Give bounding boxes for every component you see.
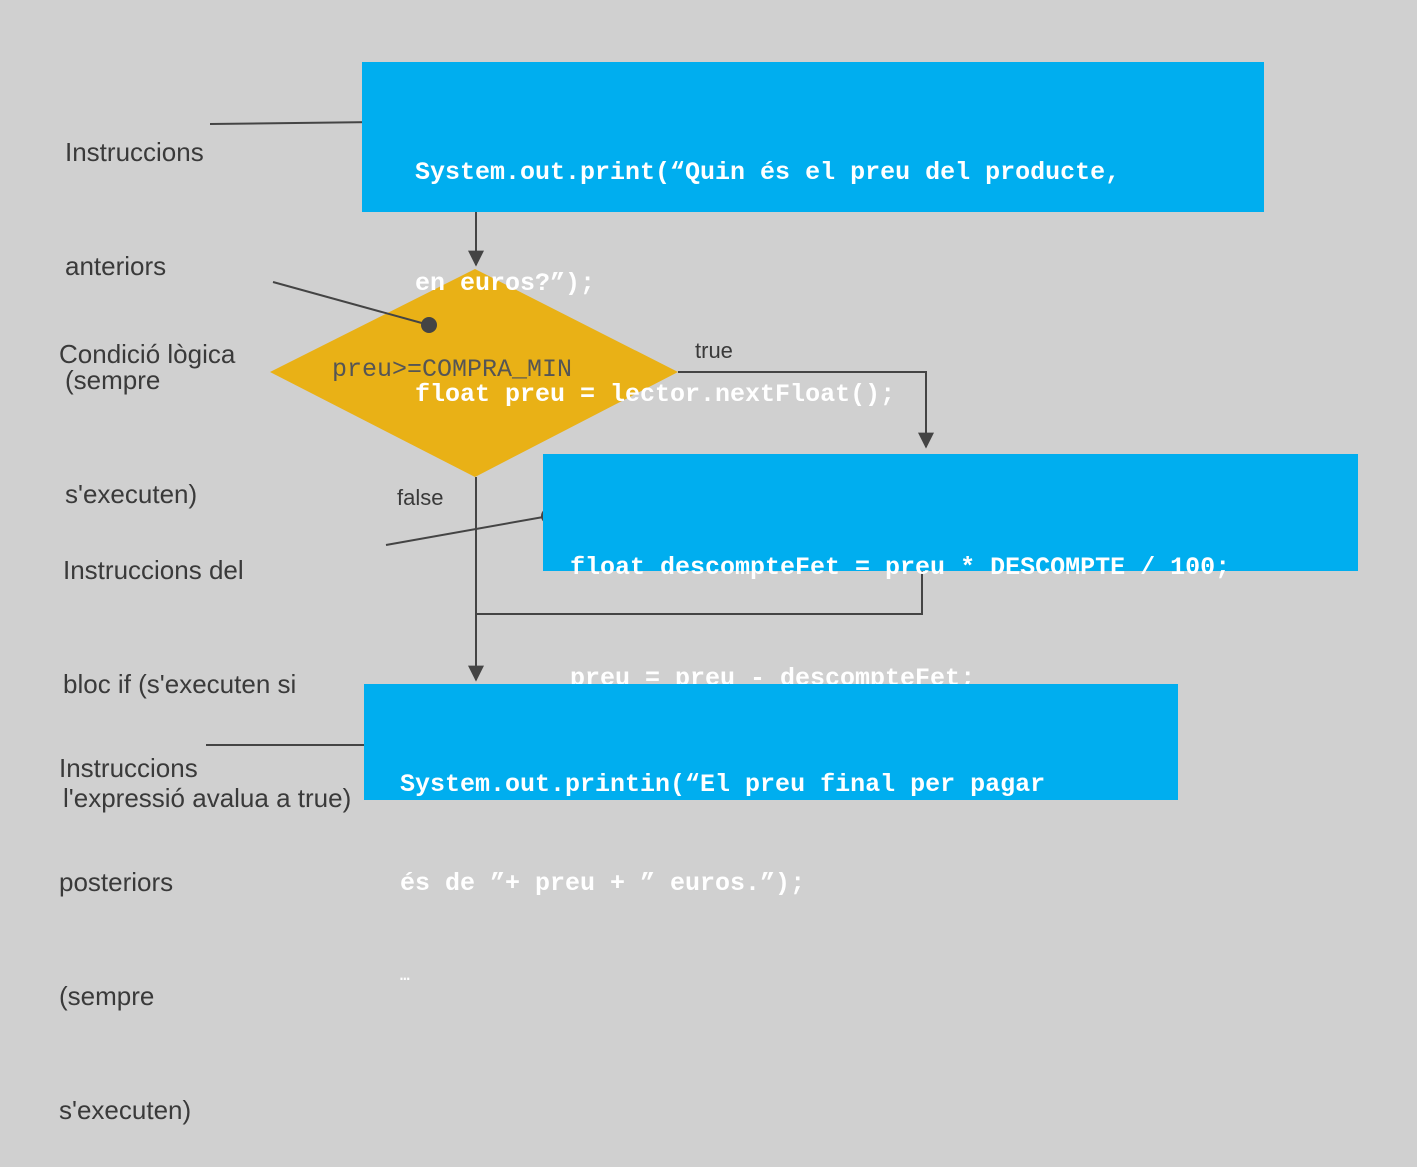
previous-instructions-block: System.out.print(“Quin és el preu del pr… — [362, 62, 1264, 409]
condition-expression: preu>=COMPRA_MIN — [332, 355, 573, 384]
true-label: true — [695, 338, 733, 363]
annotation-line: s'executen) — [59, 1095, 192, 1125]
annotation-line: posteriors — [59, 867, 174, 897]
annotation-line: anteriors — [65, 251, 167, 281]
annotation-previous: Instruccions anteriors (sempre s'execute… — [65, 57, 204, 551]
annotation-line: (sempre — [65, 365, 161, 395]
false-label: false — [397, 485, 444, 510]
code-line: System.out.printin(“El preu final per pa… — [400, 770, 1046, 799]
annotation-line: s'executen) — [65, 479, 198, 509]
annotation-line: (sempre — [59, 981, 155, 1011]
annotation-line: Instruccions — [59, 753, 198, 783]
code-line: … — [400, 967, 410, 985]
pointer-if-block — [385, 515, 550, 546]
merge-line — [476, 571, 923, 615]
decision-diamond — [270, 269, 678, 477]
arrow-true-branch — [678, 371, 934, 449]
annotation-if-block: Instruccions del bloc if (s'executen si … — [63, 475, 351, 855]
annotation-line: bloc if (s'executen si — [63, 669, 297, 699]
posterior-instructions-block: System.out.printin(“El preu final per pa… — [364, 684, 1178, 985]
annotation-line: Instruccions del — [63, 555, 244, 585]
annotation-line: Condició lògica — [59, 339, 236, 369]
annotation-line: Instruccions — [65, 137, 204, 167]
pointer-previous — [209, 121, 379, 125]
code-line: System.out.print(“Quin és el preu del pr… — [415, 158, 1121, 187]
code-line: en euros?”); — [415, 269, 596, 298]
pointer-dot-condition — [421, 317, 437, 333]
annotation-posterior: Instruccions posteriors (sempre s'execut… — [59, 673, 198, 1167]
pointer-condition — [272, 281, 430, 326]
annotation-condition: Condició lògica — [59, 259, 235, 411]
code-line: float preu = lector.nextFloat(); — [415, 380, 896, 409]
if-block: float descompteFet = preu * DESCOMPTE / … — [543, 454, 1358, 693]
code-line: float descompteFet = preu * DESCOMPTE / … — [570, 553, 1231, 582]
annotation-line: l'expressió avalua a true) — [63, 783, 352, 813]
